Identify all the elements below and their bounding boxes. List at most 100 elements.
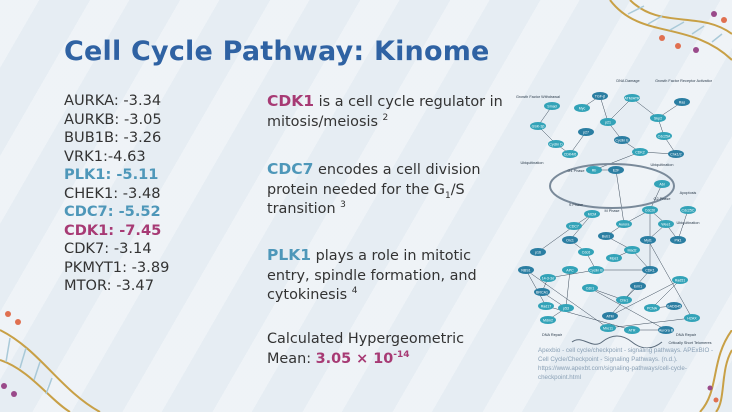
pathway-node-label: Plk1: [675, 238, 682, 242]
pathway-node-label: Myc: [579, 106, 586, 110]
pathway-node-label: Abl: [659, 182, 664, 186]
pathway-edge: [589, 287, 667, 331]
kinase-item-aurkb: AURKB: -3.05: [64, 110, 162, 128]
pathway-edge: [547, 269, 597, 279]
plk1-gene-name: PLK1: [267, 246, 312, 264]
pathway-node: Ras: [674, 98, 690, 106]
mean-value: 3.05: [315, 350, 352, 367]
pathway-node: Mps1: [606, 254, 622, 262]
pathway-node: Myc: [574, 104, 590, 112]
pathway-node-shape: [582, 284, 598, 292]
pathway-node-label: Mdm2: [543, 318, 553, 322]
pathway-node: CDC7: [566, 222, 582, 230]
pathway-node-label: Rb: [592, 168, 597, 172]
pathway-node-label: p16: [535, 250, 541, 254]
pathway-node-label: Aurora B: [659, 328, 674, 332]
pathway-edge: [609, 279, 681, 317]
cdk1-description: CDK1 is a cell cycle regulator in mitosi…: [267, 92, 512, 132]
pathway-node-shape: [654, 180, 670, 188]
pathway-node-shape: [530, 248, 546, 256]
plk1-description-text: plays a role in mitotic entry, spindle f…: [267, 248, 477, 303]
pathway-node: Abl: [654, 180, 670, 188]
pathway-node: Chk1: [616, 296, 632, 304]
pathway-node-label: GADD45: [667, 304, 681, 308]
slide-title: Cell Cycle Pathway: Kinome: [64, 36, 490, 67]
cdc7-description: CDC7 encodes a cell division protein nee…: [267, 160, 512, 220]
pathway-edge: [647, 239, 693, 319]
pathway-edge: [615, 169, 625, 225]
pathway-text-label: Critically Short Telomeres: [669, 341, 712, 345]
dna-decoration-top-right: [609, 0, 732, 61]
dna-decoration-bottom-right: [699, 330, 732, 412]
pathway-node: Cyclin D: [548, 140, 564, 148]
pathway-node-label: Myt1: [644, 238, 652, 242]
dna-strand-glyph: [571, 335, 663, 348]
pathway-node-label: Mre11: [603, 326, 613, 330]
pathway-node-label: PCNA: [647, 306, 658, 310]
pathway-node-label: CDK2: [635, 150, 645, 154]
pathway-node: p27: [578, 128, 594, 136]
pathway-node-shape: [644, 304, 660, 312]
pathway-node: PCNA: [644, 304, 660, 312]
kinase-list: AURKA: -3.34 AURKB: -3.05 BUB1B: -3.26 V…: [64, 92, 169, 296]
pathway-node-shape: [530, 122, 546, 130]
pathway-node-label: Smad: [547, 104, 556, 108]
pathway-node: Cyclin B: [588, 266, 604, 274]
pathway-node: Aurora: [616, 220, 632, 228]
pathway-edge: [593, 151, 641, 171]
pathway-text-label: G2 Phase: [654, 197, 671, 201]
pathway-node-shape: [614, 136, 630, 144]
pathway-node: Cdh1: [582, 284, 598, 292]
kinase-item-aurka: AURKA: -3.34: [64, 92, 162, 109]
pathway-node: NBS1: [518, 266, 534, 274]
pathway-node: Cyclin E: [614, 136, 630, 144]
kinase-item-cdk7: CDK7: -3.14: [64, 240, 152, 257]
cdk1-reference: 2: [382, 112, 389, 123]
pathway-text-label: Apoptosis: [680, 191, 697, 195]
pathway-text-label: DNA Repair: [676, 333, 697, 337]
pathway-node-label: Aurora: [619, 222, 630, 226]
pathway-node-label: MCM: [588, 212, 597, 216]
pathway-node-shape: [680, 206, 696, 214]
kinase-item-cdc7: CDC7: -5.52: [64, 203, 161, 220]
pathway-node-shape: [588, 266, 604, 274]
pathway-node-shape: [540, 316, 556, 324]
pathway-node: ATM/ATR: [624, 94, 640, 102]
pathway-node-label: p27: [583, 130, 589, 134]
pathway-edge: [525, 269, 547, 307]
pathway-node-label: APC: [566, 268, 574, 272]
pathway-node-label: Chk1: [620, 298, 628, 302]
pathway-node-shape: [538, 302, 554, 310]
pathway-node-shape: [640, 236, 656, 244]
pathway-node-shape: [658, 220, 674, 228]
pathway-node: Aurora B: [658, 326, 674, 334]
pathway-node-shape: [562, 236, 578, 244]
pathway-node: Myt1: [640, 236, 656, 244]
cdc7-description-text: encodes a cell division protein needed f…: [267, 162, 481, 198]
pathway-node-shape: [562, 266, 578, 274]
pathway-node: Smad: [544, 102, 560, 110]
pathway-edge: [599, 95, 609, 123]
pathway-edge: [537, 225, 575, 253]
pathway-node-shape: [616, 220, 632, 228]
pathway-node: Plk1: [670, 236, 686, 244]
pathway-node-shape: [650, 114, 666, 122]
pathway-node-shape: [684, 314, 700, 322]
pathway-node-label: Cyclin D: [549, 142, 563, 146]
kinase-item-vrk1: VRK1:-4.63: [64, 147, 146, 165]
pathway-node: Mre11: [600, 324, 616, 332]
pathway-node: CDK2: [632, 148, 648, 156]
pathway-node-label: Mad2: [628, 248, 637, 252]
pathway-text-label: Growth Factor Receptor Activation: [655, 79, 712, 83]
pathway-text-label: DNA Repair: [542, 333, 563, 337]
pathway-node: Chk1/2: [668, 150, 684, 158]
pathway-text-label: M Phase: [605, 209, 620, 213]
pathway-node: Rb: [586, 166, 602, 174]
pathway-node-shape: [616, 296, 632, 304]
pathway-node-shape: [548, 140, 564, 148]
pathway-node: p53: [558, 304, 574, 312]
cdk1-description-text: is a cell cycle regulator in mitosis/mei…: [267, 94, 503, 130]
pathway-node-shape: [632, 148, 648, 156]
